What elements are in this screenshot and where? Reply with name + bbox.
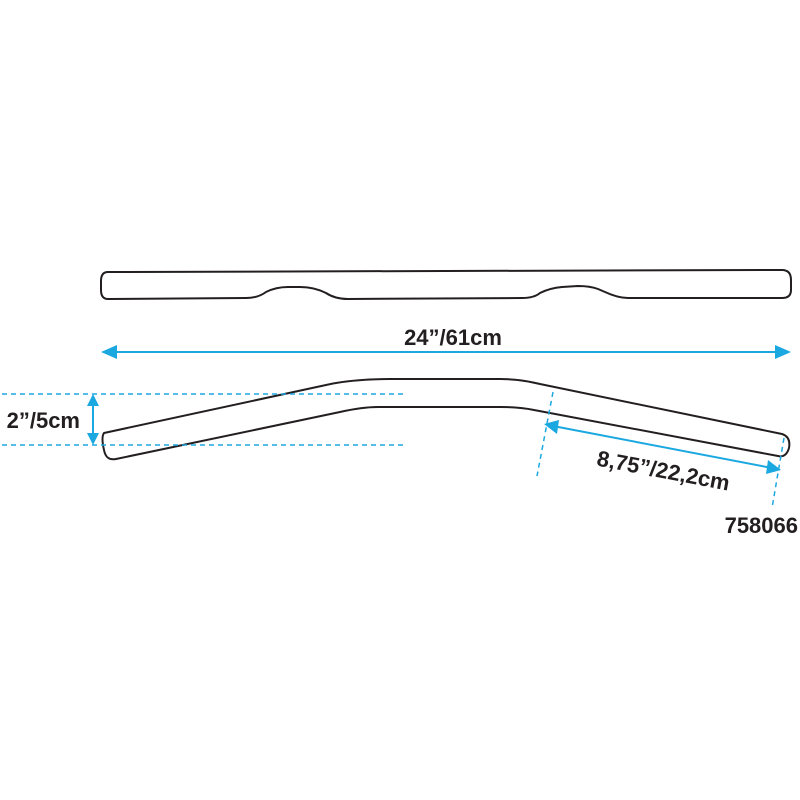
end-length-label: 8,75”/22,2cm xyxy=(595,446,732,496)
handlebar-front-view xyxy=(101,378,791,461)
end-length-dimension xyxy=(544,420,781,474)
width-label: 24”/61cm xyxy=(404,325,502,350)
rise-label: 2”/5cm xyxy=(7,408,80,433)
handlebar-top-view xyxy=(100,269,792,300)
width-dimension xyxy=(101,345,791,359)
end-guide-end xyxy=(771,437,785,509)
end-guide-start xyxy=(536,391,554,477)
rise-dimension xyxy=(87,394,99,445)
part-number: 758066 xyxy=(725,513,798,538)
